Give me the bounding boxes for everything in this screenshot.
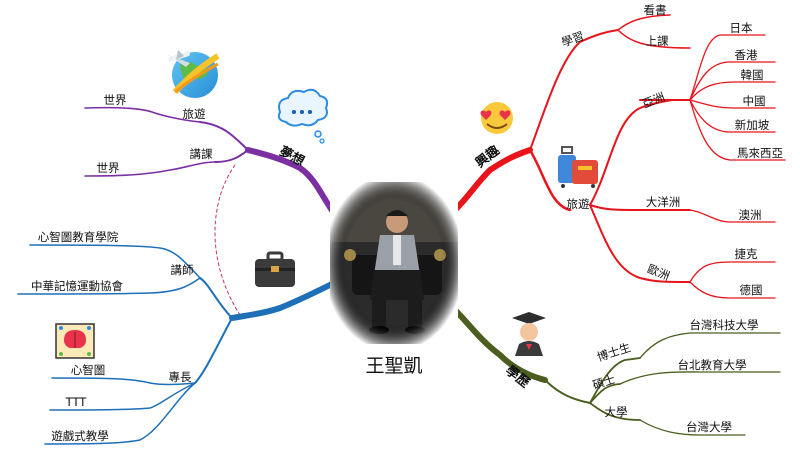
learn-class: 上課	[646, 34, 669, 48]
edu-master: 碩士	[591, 372, 617, 392]
dream-travel-world: 世界	[104, 93, 127, 107]
travel-label: 旅遊	[567, 197, 590, 211]
europe-czech: 捷克	[735, 247, 758, 261]
lecturer-school: 心智圖教育學院	[38, 230, 119, 244]
asia-singapore: 新加坡	[735, 118, 770, 132]
edu-bachelor-school: 台灣大學	[686, 420, 732, 434]
skills-game: 遊戲式教學	[51, 429, 109, 443]
education-label: 學歷	[502, 363, 532, 392]
thought-cloud-icon	[277, 88, 329, 144]
heart-eyes-emoji-icon	[480, 102, 513, 134]
dream-travel-label: 旅遊	[183, 107, 206, 121]
lecturer-label: 講師	[171, 263, 194, 277]
skills-ttt: TTT	[65, 395, 88, 409]
edu-bachelor: 大學	[605, 405, 628, 419]
mindmap-brain-icon	[55, 323, 95, 359]
lecturer-assoc: 中華記憶運動協會	[31, 279, 123, 293]
branch-work	[17, 244, 343, 445]
luggage-icon	[558, 146, 598, 188]
edu-master-school: 台北教育大學	[678, 358, 747, 372]
oceania-australia: 澳洲	[739, 208, 762, 222]
asia-label: 亞洲	[640, 89, 667, 111]
branch-education	[452, 307, 781, 436]
branch-interest	[452, 14, 786, 299]
airplane-globe-icon	[168, 50, 220, 98]
learn-label: 學習	[559, 29, 585, 50]
center-photo	[330, 182, 458, 344]
edu-phd-school: 台灣科技大學	[690, 318, 759, 332]
asia-japan: 日本	[730, 21, 753, 35]
oceania-label: 大洋洲	[646, 195, 681, 209]
asia-hongkong: 香港	[735, 48, 758, 62]
europe-germany: 德國	[740, 283, 763, 297]
skills-label: 專長	[169, 370, 192, 384]
briefcase-icon	[255, 251, 295, 287]
center-name: 王聖凱	[365, 355, 422, 377]
asia-china: 中國	[743, 94, 766, 108]
skills-mindmap: 心智圖	[71, 363, 106, 377]
learn-reading: 看書	[644, 3, 667, 17]
graduate-icon	[512, 312, 546, 356]
asia-korea: 韓國	[741, 68, 764, 82]
dream-lecture-label: 講課	[190, 147, 213, 161]
asia-malaysia: 馬來西亞	[737, 146, 783, 160]
branch-dream	[84, 106, 343, 316]
dream-lecture-world: 世界	[97, 161, 120, 175]
